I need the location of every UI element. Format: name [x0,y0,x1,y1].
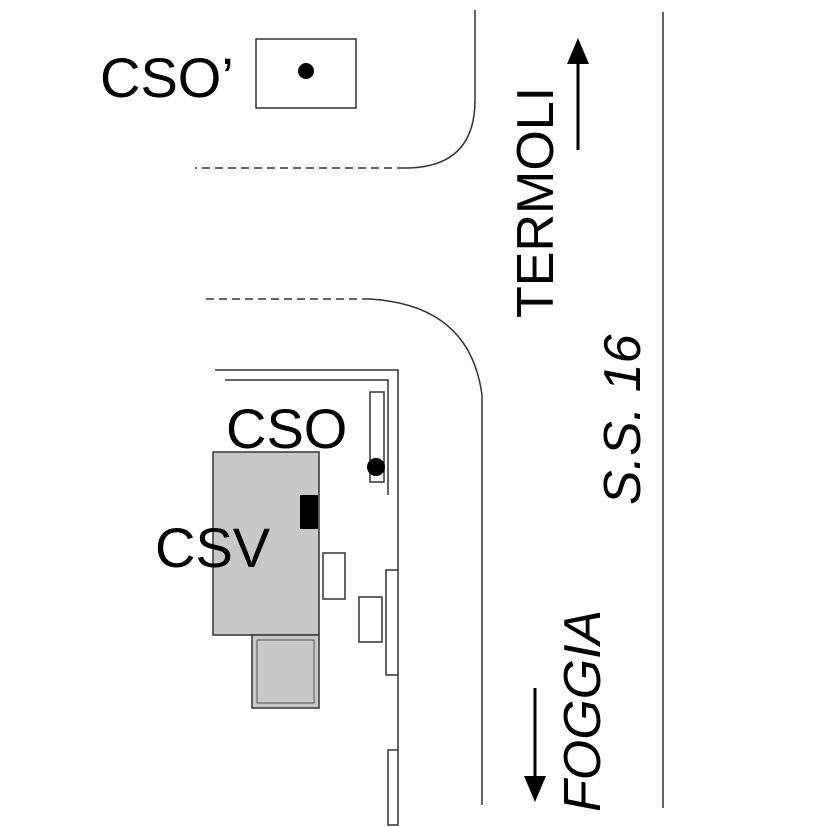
property-boundary [215,369,399,826]
cso-prime-point [298,63,314,79]
cso-point [367,458,385,476]
ss16-label: S.S. 16 [594,334,652,505]
ss16-west-edge-upper [404,10,476,169]
cso-prime-label: CSO’ [100,46,234,109]
ss16-west-edge-lower [369,298,483,805]
road-lines [195,10,664,808]
cso-label: CSO [226,397,347,460]
csv-label: CSV [155,516,271,579]
csv-annex-inner [256,639,315,704]
termoli-label: TERMOLI [507,87,565,318]
small-structure-1 [322,552,346,600]
foggia-label: FOGGIA [554,610,612,812]
down-arrow-icon [524,688,546,802]
up-arrow-icon [567,38,589,150]
small-structure-2 [358,596,383,643]
csv-annex [251,634,320,709]
csv-marker [300,495,318,529]
